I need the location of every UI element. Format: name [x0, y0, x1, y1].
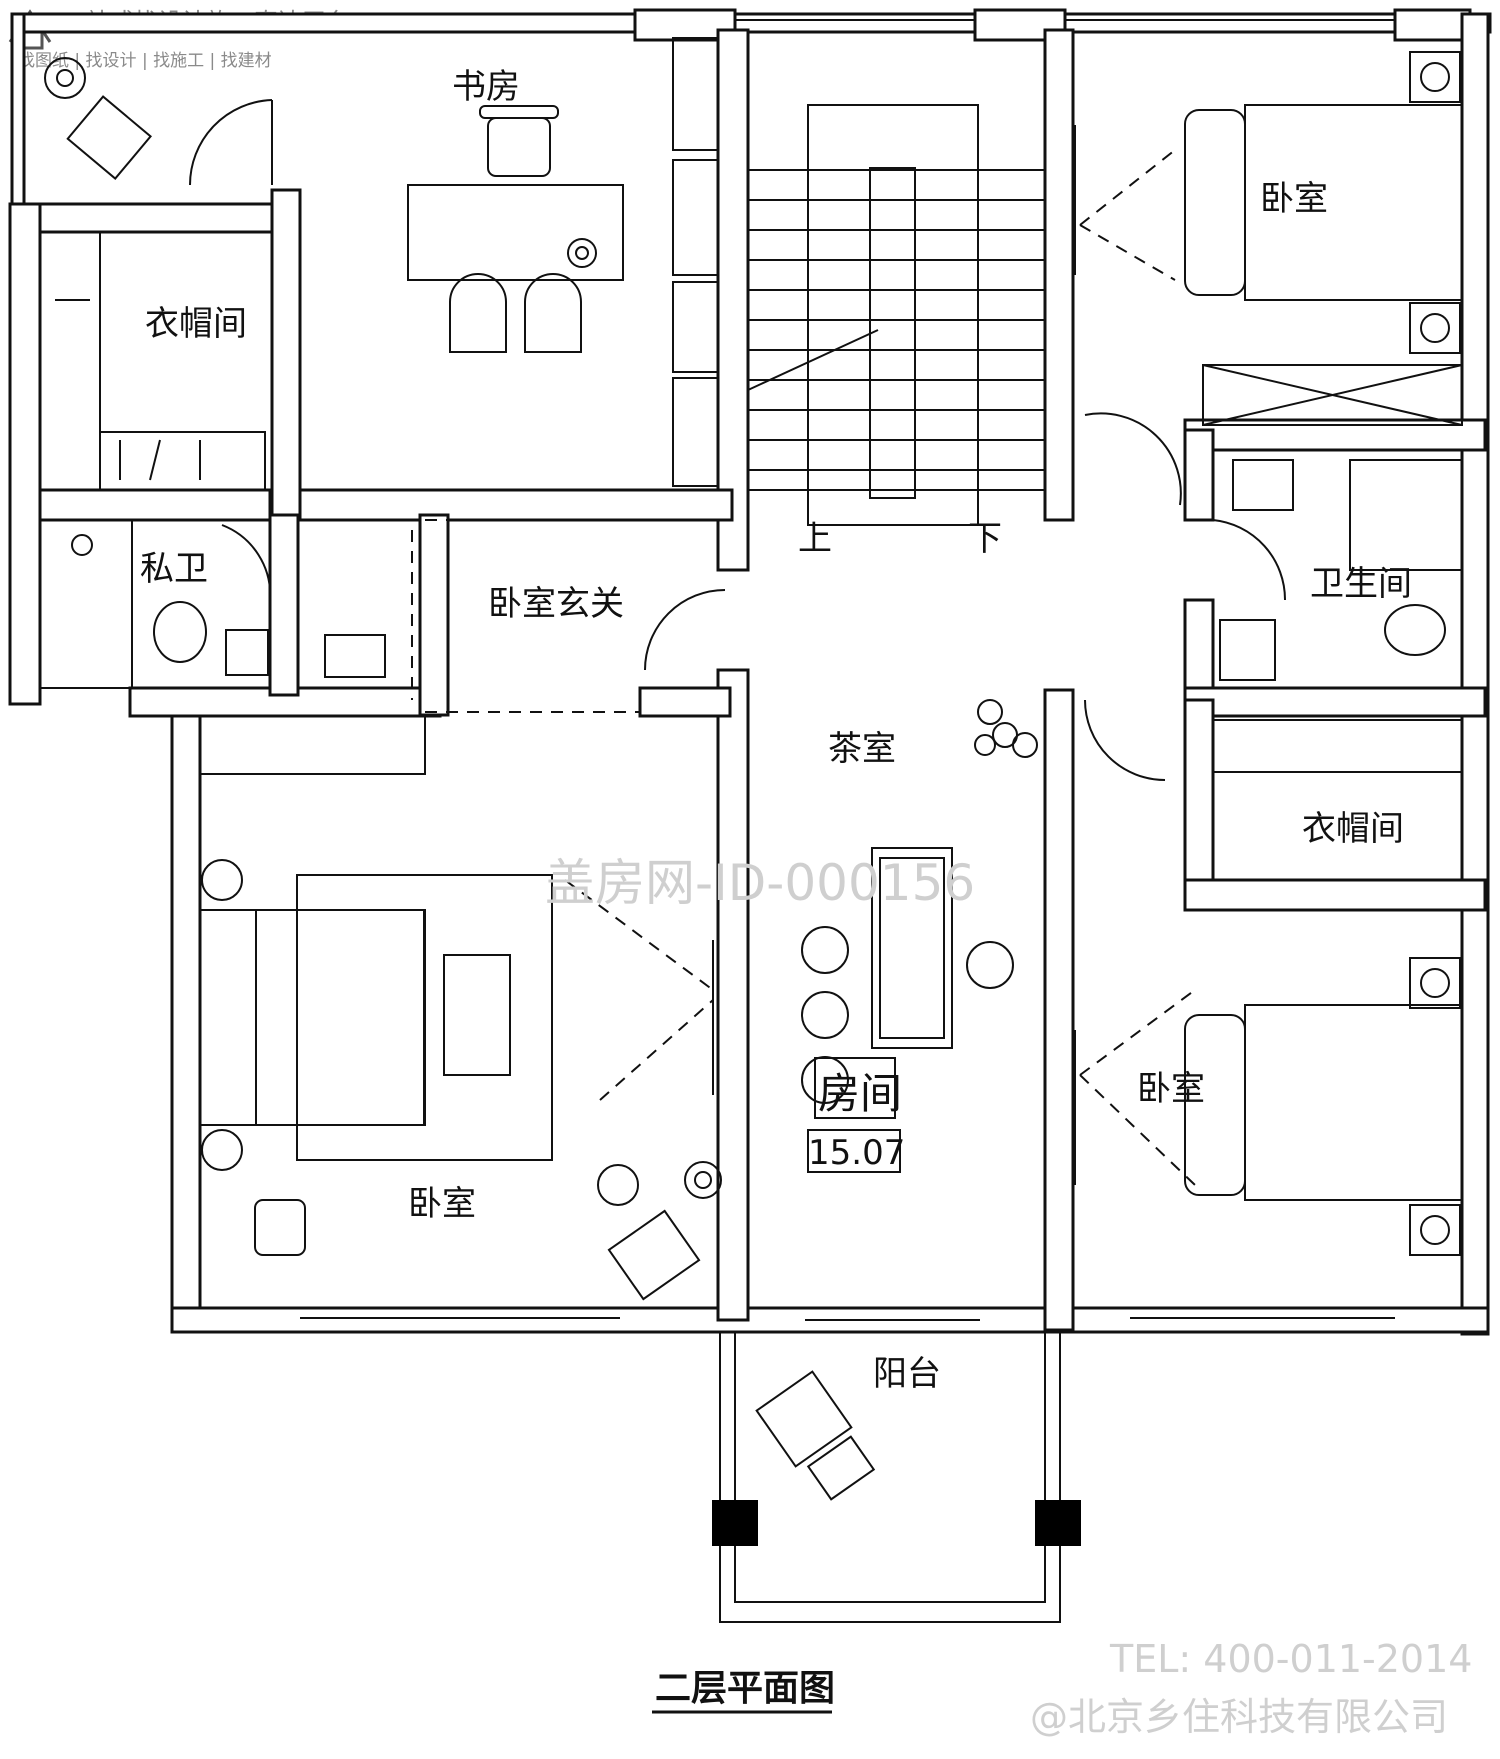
center-watermark: 盖房网-ID-000156: [545, 854, 975, 912]
drawing-title-text: 二层平面图: [655, 1668, 835, 1709]
interior-walls: [38, 28, 1487, 1623]
room-label-bathroom: 卫生间: [1310, 564, 1412, 604]
room-label-bedroom-top-right: 卧室: [1260, 179, 1328, 219]
area-tag-value: 15.07: [808, 1133, 905, 1173]
staircase: 上 下: [747, 104, 1045, 559]
study-furniture: [407, 37, 719, 487]
room-label-private-bath: 私卫: [140, 549, 208, 589]
closet-left-fixtures: [39, 231, 266, 491]
room-label-closet-left: 衣帽间: [145, 304, 247, 344]
tea-room-furniture: 房间 15.07: [801, 699, 1038, 1173]
drawing-title: 二层平面图: [652, 1668, 835, 1714]
closet-right-fixtures: [1212, 719, 1463, 881]
bedroom-right-furniture: [1074, 957, 1463, 1256]
master-bedroom-furniture: [199, 859, 722, 1301]
room-labels: 书房 衣帽间 私卫 卧室玄关 茶室 卧室 卫生间 衣帽间 卧室 卧室 阳台: [140, 67, 1412, 1394]
tel-watermark: TEL: 400-011-2014: [1109, 1637, 1472, 1681]
room-label-bedroom-right: 卧室: [1137, 1069, 1205, 1109]
stairs-up-label: 上: [798, 519, 832, 559]
stair-treads: [748, 169, 1045, 491]
bathroom-fixtures: [1219, 459, 1463, 681]
area-tag-name: 房间: [818, 1069, 902, 1118]
room-label-closet-right: 衣帽间: [1302, 809, 1404, 849]
room-label-tea-room: 茶室: [828, 729, 896, 769]
foyer-wardrobe: [199, 715, 426, 775]
balcony-furniture: [755, 1370, 876, 1501]
corner-chair: [44, 57, 152, 180]
room-label-study: 书房: [452, 67, 520, 107]
stairs-down-label: 下: [968, 519, 1002, 559]
plant-icon: [974, 699, 1038, 758]
contact-watermark: TEL: 400-011-2014 @北京乡住科技有限公司: [1030, 1637, 1472, 1739]
room-label-master-bedroom: 卧室: [408, 1184, 476, 1224]
bedroom-top-right-furniture: [1074, 51, 1463, 426]
doors: [189, 99, 1287, 781]
area-tag: 房间 15.07: [807, 1057, 905, 1173]
room-label-balcony: 阳台: [873, 1354, 941, 1394]
foyer-openings: [411, 519, 640, 713]
company-watermark: @北京乡住科技有限公司: [1030, 1695, 1448, 1739]
private-bath-fixtures: [39, 519, 386, 689]
room-label-foyer: 卧室玄关: [488, 584, 624, 624]
